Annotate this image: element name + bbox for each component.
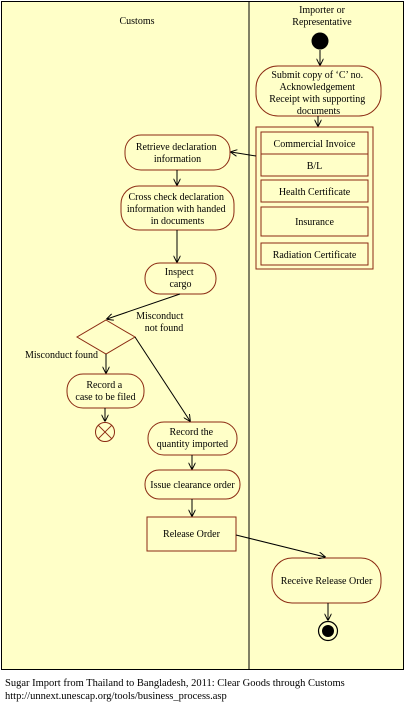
record-quantity-line-2: quantity imported	[157, 439, 228, 450]
cross-check-line-3: in documents	[151, 216, 205, 227]
flow-final-node	[95, 422, 115, 442]
document-radiation-certificate-label: Radiation Certificate	[273, 250, 357, 261]
submit-line-2: Acknowledgement	[279, 82, 355, 93]
document-insurance-label: Insurance	[295, 217, 334, 228]
flow-inspect-to-decision	[107, 293, 181, 319]
record-case-line-2: case to be filed	[75, 392, 135, 403]
submit-line-1: Submit copy of ‘C’ no.	[271, 70, 363, 81]
caption-line-1: Sugar Import from Thailand to Bangladesh…	[5, 678, 345, 689]
document-radiation-certificate	[260, 242, 369, 266]
document-health-certificate	[260, 179, 369, 203]
record-quantity-line-1: Record the	[169, 427, 213, 438]
lane-importer-title: Importer or	[299, 5, 345, 16]
guard-found: Misconduct found	[25, 350, 98, 361]
document-insurance	[260, 206, 369, 237]
record-case-line-1: Record a	[86, 380, 122, 391]
guard-not-found: Misconduct not found	[136, 311, 186, 334]
record-case-label: Record a case to be filed	[75, 380, 135, 403]
caption-url: http://unnext.unescap.org/tools/business…	[5, 691, 227, 702]
record-quantity-label: Record the quantity imported	[157, 427, 228, 450]
retrieve-line-2: information	[154, 154, 201, 165]
inspect-line-2: cargo	[169, 279, 191, 290]
submit-line-4: documents	[297, 106, 340, 117]
submit-documents-label: Submit copy of ‘C’ no. Acknowledgement R…	[269, 70, 368, 117]
document-health-certificate-label: Health Certificate	[279, 187, 351, 198]
cross-check-label: Cross check declaration information with…	[127, 192, 228, 227]
cross-check-line-1: Cross check declaration	[128, 192, 224, 203]
inspect-cargo-action	[144, 262, 217, 295]
lane-customs-title: Customs	[119, 16, 154, 27]
retrieve-declaration-label: Retrieve declaration information	[136, 142, 219, 165]
issue-clearance-label: Issue clearance order	[150, 480, 235, 491]
release-order-label: Release Order	[163, 529, 221, 540]
document-commercial-invoice-label: Commercial Invoice	[274, 139, 356, 150]
submit-line-3: Receipt with supporting	[269, 94, 365, 105]
cross-check-line-2: information with handed	[127, 204, 226, 215]
guard-not-found-line-2: not found	[145, 323, 184, 334]
release-order-object	[146, 516, 237, 552]
initial-node	[311, 32, 329, 50]
flow-decision-to-record-quantity	[134, 336, 190, 421]
inspect-cargo-label: Inspect cargo	[165, 267, 196, 290]
inspect-line-1: Inspect	[165, 267, 194, 278]
guard-not-found-line-1: Misconduct	[136, 311, 183, 322]
control-flows	[105, 50, 328, 620]
activity-final-node	[317, 620, 339, 642]
retrieve-line-1: Retrieve declaration	[136, 142, 217, 153]
document-bl-label: B/L	[307, 161, 323, 172]
flow-documents-to-retrieve	[231, 152, 257, 157]
receive-release-order-label: Receive Release Order	[281, 576, 373, 587]
flow-release-to-receive	[235, 534, 325, 557]
lane-importer-title-line2: Representative	[292, 17, 352, 28]
